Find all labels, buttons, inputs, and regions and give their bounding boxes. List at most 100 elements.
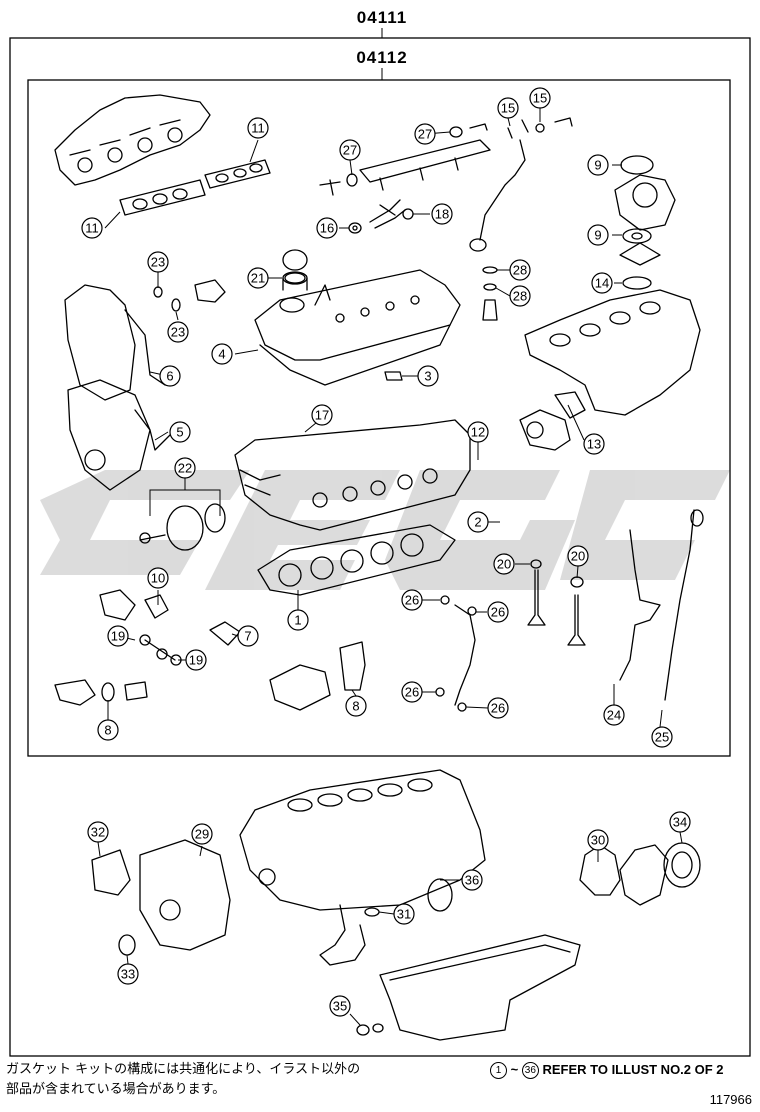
callout-circle — [509, 285, 531, 307]
callout-circle — [461, 869, 483, 891]
callout-number: 18 — [435, 207, 449, 222]
callout-15: 15 — [529, 87, 551, 109]
callout-circle — [159, 365, 181, 387]
manifold-gasket-11-drawing — [119, 159, 271, 216]
callout-number: 23 — [151, 255, 165, 270]
callout-circle — [587, 829, 609, 851]
japanese-note-line-1: ガスケット キットの構成には共通化により、イラスト以外の — [6, 1062, 361, 1077]
callout-number: 33 — [121, 967, 135, 982]
callout-circle — [587, 154, 609, 176]
callout-number: 26 — [491, 701, 505, 716]
callout-circle — [493, 553, 515, 575]
oil-strainer-drawing — [319, 904, 380, 966]
callout-circle — [487, 601, 509, 623]
callout-2: 2 — [467, 511, 489, 533]
rear-oil-seal-retainer-drawing — [579, 842, 701, 906]
inner-kit-frame — [27, 79, 731, 757]
callout-circle — [497, 97, 519, 119]
callout-number: 10 — [151, 571, 165, 586]
japanese-note: ガスケット キットの構成には共通化により、イラスト以外の 部品が含まれている場合… — [6, 1060, 360, 1100]
callout-number: 9 — [594, 158, 601, 173]
callout-7: 7 — [237, 625, 259, 647]
dipstick-drawing — [619, 509, 704, 701]
callout-number: 28 — [513, 263, 527, 278]
callout-circle — [287, 609, 309, 631]
callout-27: 27 — [414, 123, 436, 145]
callout-circle — [345, 695, 367, 717]
callout-25: 25 — [651, 726, 673, 748]
callout-36: 36 — [461, 869, 483, 891]
callout-4: 4 — [211, 343, 233, 365]
callout-22: 22 — [174, 457, 196, 479]
callout-20: 20 — [493, 553, 515, 575]
water-inlet-drawing — [54, 589, 366, 711]
callout-number: 11 — [251, 121, 265, 136]
callout-circle — [583, 433, 605, 455]
callout-circle — [339, 139, 361, 161]
callout-31: 31 — [393, 903, 415, 925]
callout-12: 12 — [467, 421, 489, 443]
callout-number: 4 — [218, 347, 225, 362]
callout-11: 11 — [247, 117, 269, 139]
callout-number: 27 — [418, 127, 432, 142]
callout-number: 9 — [594, 228, 601, 243]
callout-circle — [147, 567, 169, 589]
callout-number: 21 — [251, 271, 265, 286]
callout-circle — [191, 823, 213, 845]
callout-35: 35 — [329, 995, 351, 1017]
callout-26: 26 — [487, 601, 509, 623]
callout-number: 3 — [424, 369, 431, 384]
callout-20: 20 — [567, 545, 589, 567]
callout-6: 6 — [159, 365, 181, 387]
callout-circle — [87, 821, 109, 843]
callout-11: 11 — [81, 217, 103, 239]
callout-circle — [147, 251, 169, 273]
callout-9: 9 — [587, 224, 609, 246]
callout-circle — [237, 625, 259, 647]
callout-circle — [651, 726, 673, 748]
kit-number-inner: 04112 — [356, 48, 408, 67]
callout-number: 12 — [471, 425, 485, 440]
callout-34: 34 — [669, 811, 691, 833]
callout-circle — [509, 259, 531, 281]
callout-circle — [401, 589, 423, 611]
callout-number: 7 — [244, 629, 251, 644]
kit-number-outer: 04111 — [356, 8, 408, 27]
outer-kit-frame — [9, 37, 751, 1057]
callout-number: 15 — [501, 101, 515, 116]
callout-16: 16 — [316, 217, 338, 239]
callout-5: 5 — [169, 421, 191, 443]
callout-8: 8 — [345, 695, 367, 717]
callout-21: 21 — [247, 267, 269, 289]
callout-number: 20 — [497, 557, 511, 572]
ref-start-callout: 1 — [490, 1062, 507, 1080]
callout-circle — [669, 811, 691, 833]
callout-number: 6 — [166, 369, 173, 384]
callout-circle — [107, 625, 129, 647]
callout-circle — [414, 123, 436, 145]
callout-number: 1 — [294, 613, 301, 628]
callout-number: 13 — [587, 437, 601, 452]
callout-number: 26 — [405, 593, 419, 608]
callout-17: 17 — [311, 404, 333, 426]
refer-illustration-note: 1 ~ 36 REFER TO ILLUST NO.2 OF 2 — [490, 1060, 724, 1080]
pcv-valve-drawing — [153, 272, 403, 381]
callout-circle — [431, 203, 453, 225]
callout-number: 15 — [533, 91, 547, 106]
callout-circle — [81, 217, 103, 239]
callout-8: 8 — [97, 719, 119, 741]
callout-33: 33 — [117, 963, 139, 985]
callout-29: 29 — [191, 823, 213, 845]
callout-number: 22 — [178, 461, 192, 476]
callout-26: 26 — [401, 681, 423, 703]
callout-number: 30 — [591, 833, 605, 848]
callout-circle — [117, 963, 139, 985]
callout-number: 2 — [474, 515, 481, 530]
water-outlet-drawing — [519, 391, 586, 451]
callout-circle — [603, 704, 625, 726]
callout-14: 14 — [591, 272, 613, 294]
callout-circle — [467, 511, 489, 533]
callout-23: 23 — [147, 251, 169, 273]
leader-lines — [97, 108, 683, 1026]
callout-number: 28 — [513, 289, 527, 304]
